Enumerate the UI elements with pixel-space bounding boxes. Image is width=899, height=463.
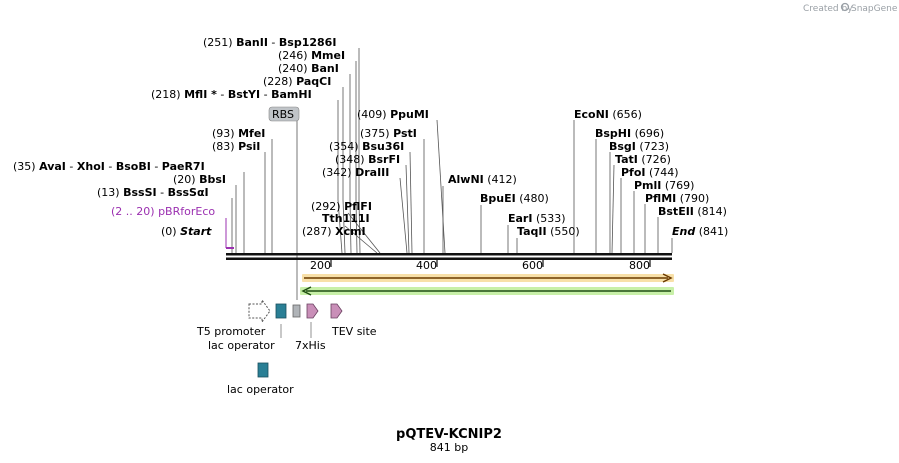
snapgene-logo-icon xyxy=(840,2,850,12)
his-tag-label: 7xHis xyxy=(295,339,326,352)
t5-promoter-icon xyxy=(248,298,271,324)
site-pflfi: (292) PflFI xyxy=(311,200,372,213)
credit-brand: SnapGene xyxy=(851,4,898,14)
site-bsphi: BspHI (696) xyxy=(595,127,664,140)
ruler-tick-label: 800 xyxy=(629,259,650,272)
site-tati: TatI (726) xyxy=(615,153,671,166)
rbs-feature-icon xyxy=(292,304,301,318)
tev-site-icon xyxy=(330,303,343,319)
site-psti: (375) PstI xyxy=(360,127,417,140)
site-mfli: (218) MflI * - BstYI - BamHI xyxy=(151,88,312,101)
site-pmli: PmlI (769) xyxy=(634,179,694,192)
site-econi: EcoNI (656) xyxy=(574,108,642,121)
site-psii: (83) PsiI xyxy=(212,140,260,153)
site-mfei: (93) MfeI xyxy=(212,127,265,140)
site-xcmi: (287) XcmI xyxy=(302,225,366,238)
lac-operator-icon xyxy=(275,303,287,319)
site-avai: (35) AvaI - XhoI - BsoBI - PaeR7I xyxy=(13,160,205,173)
ruler-tick-label: 400 xyxy=(416,259,437,272)
rbs-label: RBS xyxy=(272,108,294,121)
site-pflmi: PflMI (790) xyxy=(645,192,709,205)
lac-operator-label-2: lac operator xyxy=(227,383,294,396)
site-mmei: (246) MmeI xyxy=(278,49,345,62)
site-draiii: (342) DraIII xyxy=(322,166,389,179)
site-ppumi: (409) PpuMI xyxy=(357,108,429,121)
site-paqci: (228) PaqCI xyxy=(263,75,331,88)
rbs-badge xyxy=(268,106,300,122)
site-bsrfi: (348) BsrFI xyxy=(335,153,400,166)
map-title: pQTEV-KCNIP2 xyxy=(396,427,502,442)
site-start: (0) Start xyxy=(161,225,212,238)
tev-site-label: TEV site xyxy=(331,325,377,338)
site-bsssi: (13) BssSI - BssSαI xyxy=(97,186,209,199)
lac-operator-icon-2 xyxy=(257,362,269,378)
ruler-tick-label: 600 xyxy=(522,259,543,272)
site-taqii: TaqII (550) xyxy=(517,225,580,238)
t5-promoter-label: T5 promoter xyxy=(196,325,266,338)
site-end: End (841) xyxy=(672,225,728,238)
ruler-tick-label: 200 xyxy=(310,259,331,272)
ruler: 200 400 600 800 xyxy=(310,259,651,272)
site-pfoi: PfoI (744) xyxy=(621,166,679,179)
map-subtitle: 841 bp xyxy=(430,441,468,454)
backbone-top-strand xyxy=(226,253,672,256)
site-bsu36i: (354) Bsu36I xyxy=(329,140,404,153)
lac-operator-label: lac operator xyxy=(208,339,275,352)
site-eari: EarI (533) xyxy=(508,212,566,225)
his-tag-icon xyxy=(306,303,319,319)
orf-forward-arrow-icon xyxy=(662,273,673,283)
backbone-bottom-strand xyxy=(226,257,672,260)
primer-label: (2 .. 20) pBRforEco xyxy=(111,205,215,218)
orf-reverse-arrow-icon xyxy=(301,286,312,296)
site-banii: (251) BanII - Bsp1286I xyxy=(203,36,336,49)
site-tth111i: Tth111I xyxy=(322,212,370,225)
site-bsteii: BstEII (814) xyxy=(658,205,727,218)
site-bsgi: BsgI (723) xyxy=(609,140,669,153)
site-bbsi: (20) BbsI xyxy=(173,173,226,186)
site-alwni: AlwNI (412) xyxy=(448,173,517,186)
credit-text: Created by xyxy=(803,4,853,14)
site-bpuei: BpuEI (480) xyxy=(480,192,549,205)
site-bani: (240) BanI xyxy=(278,62,339,75)
site-leader-lines xyxy=(231,48,673,300)
